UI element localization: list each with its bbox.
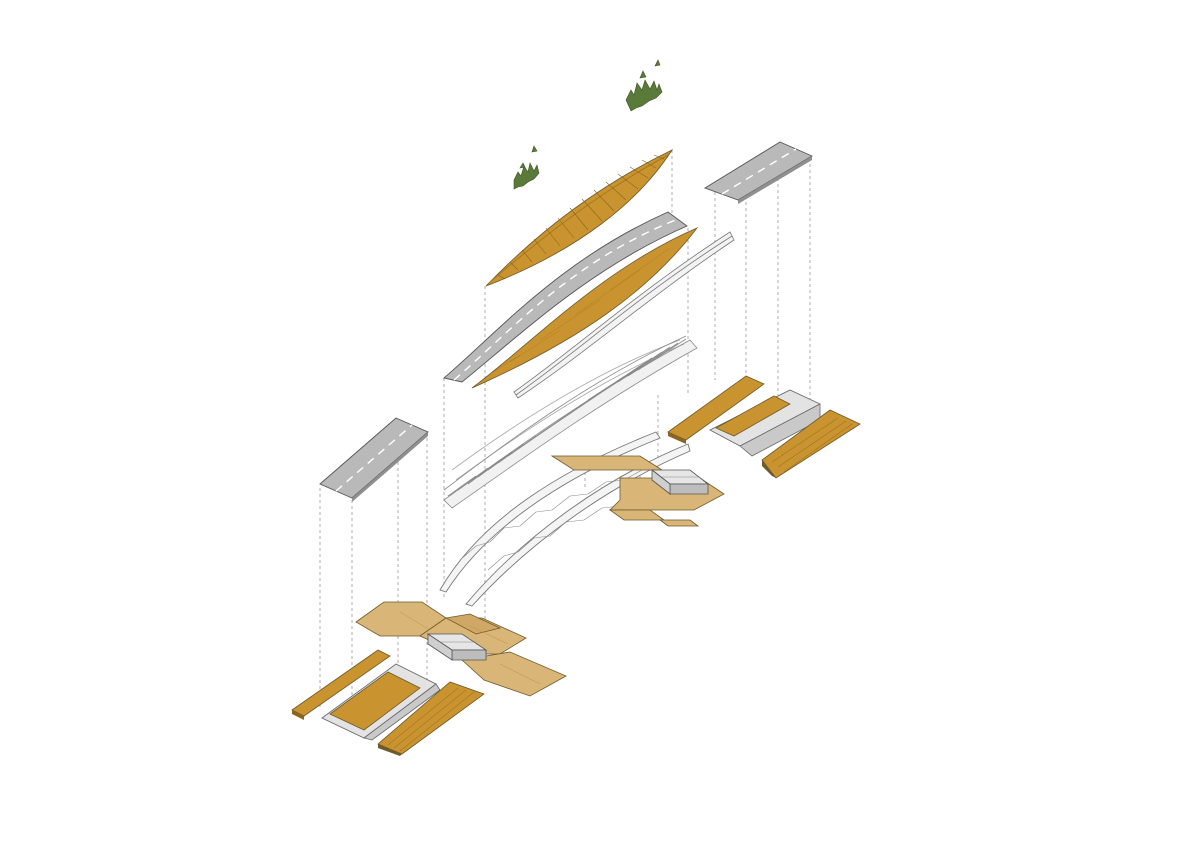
vegetation-shrub-left <box>513 145 540 190</box>
north-road-segment-layer <box>703 141 813 204</box>
south-road-segment-layer <box>319 417 429 502</box>
timber-roof-layer <box>485 149 674 287</box>
south-deck-platform-layer <box>355 601 567 697</box>
truss-arches-layer <box>439 431 691 607</box>
north-deck-platform-layer <box>550 455 725 527</box>
handrail-layer <box>513 231 735 399</box>
north-abutment-layer <box>667 375 861 479</box>
curved-road-deck-layer <box>443 211 699 389</box>
north-machine-block <box>650 469 710 495</box>
south-machine-block <box>426 633 488 661</box>
rib-structure-layer <box>443 335 698 509</box>
vegetation-shrub-right <box>625 59 663 112</box>
south-abutment-layer <box>291 649 485 756</box>
